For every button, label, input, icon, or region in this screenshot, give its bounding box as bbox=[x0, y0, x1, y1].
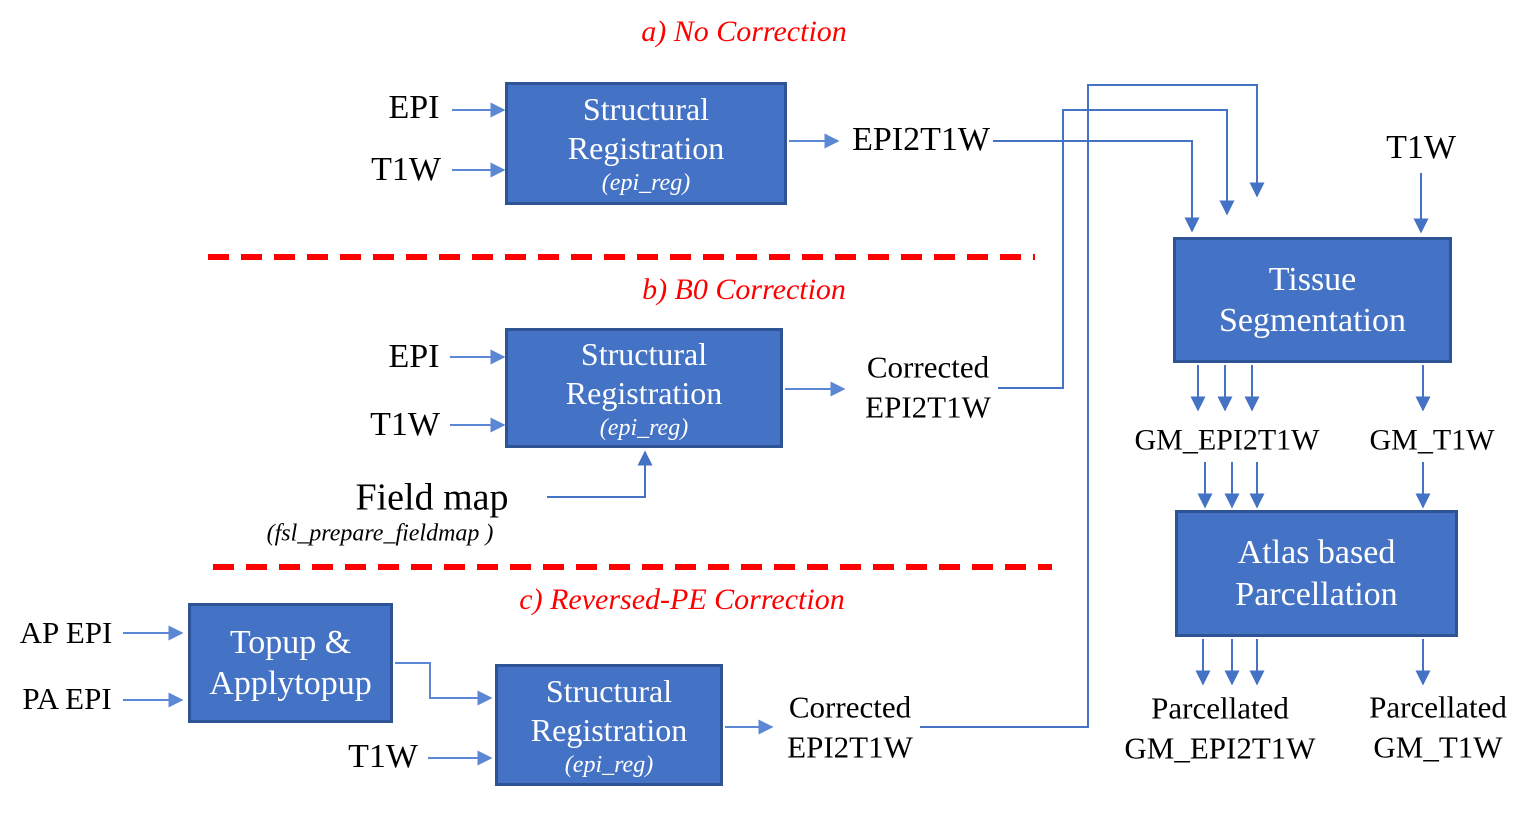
atlas-line1: Atlas based bbox=[1237, 534, 1396, 572]
label-corrected-b-line1: Corrected bbox=[866, 349, 990, 385]
section-a-title: a) No Correction bbox=[641, 15, 847, 48]
box-c-line2: Registration bbox=[530, 711, 688, 748]
box-a-line1: Structural bbox=[582, 91, 710, 128]
box-c-subtitle: (epi_reg) bbox=[564, 751, 654, 778]
box-c-line1: Structural bbox=[545, 672, 673, 709]
connector-epi2t1w-a-to-tissue bbox=[993, 140, 1200, 233]
tissue-line1: Tissue bbox=[1268, 260, 1357, 298]
atlas-line2: Parcellation bbox=[1235, 575, 1398, 613]
topup-line2: Applytopup bbox=[209, 665, 372, 702]
label-t1w-a: T1W bbox=[371, 150, 441, 188]
topup-box: Topup & Applytopup bbox=[188, 603, 393, 723]
connector-fieldmap bbox=[547, 450, 653, 498]
label-corrected-c-line1: Corrected bbox=[788, 689, 912, 725]
connector-topup-to-registration bbox=[395, 662, 493, 706]
label-epi-a: EPI bbox=[388, 88, 440, 126]
structural-registration-box-a: Structural Registration (epi_reg) bbox=[505, 82, 787, 205]
section-c-title: c) Reversed-PE Correction bbox=[519, 583, 845, 616]
label-gm-t1w: GM_T1W bbox=[1369, 423, 1495, 457]
parc-left-line1: Parcellated bbox=[1151, 690, 1289, 726]
connector-corrected-c-to-tissue bbox=[920, 84, 1265, 728]
label-gm-epi2t1w: GM_EPI2T1W bbox=[1134, 423, 1320, 457]
label-corrected-epi2t1w-b: Corrected EPI2T1W bbox=[865, 348, 991, 429]
label-parcellated-gm-t1w: Parcellated GM_T1W bbox=[1369, 688, 1507, 769]
label-parcellated-gm-epi2t1w: Parcellated GM_EPI2T1W bbox=[1124, 689, 1315, 770]
parc-left-line2: GM_EPI2T1W bbox=[1124, 731, 1316, 766]
label-t1w-b: T1W bbox=[370, 405, 440, 443]
label-corrected-b-line2: EPI2T1W bbox=[865, 390, 991, 425]
structural-registration-box-b: Structural Registration (epi_reg) bbox=[505, 328, 783, 448]
label-pa-epi: PA EPI bbox=[22, 680, 112, 716]
box-a-subtitle: (epi_reg) bbox=[601, 170, 691, 197]
box-a-line2: Registration bbox=[567, 130, 725, 167]
label-epi2t1w-a: EPI2T1W bbox=[852, 120, 990, 158]
box-b-line2: Registration bbox=[565, 374, 723, 411]
box-b-line1: Structural bbox=[580, 335, 708, 372]
atlas-parcellation-box: Atlas based Parcellation bbox=[1175, 510, 1458, 637]
topup-line1: Topup & bbox=[229, 623, 352, 661]
label-t1w-c: T1W bbox=[348, 737, 418, 775]
tissue-segmentation-box: Tissue Segmentation bbox=[1173, 237, 1452, 363]
label-fieldmap-tool: (fsl_prepare_fieldmap ) bbox=[266, 520, 494, 547]
label-corrected-epi2t1w-c: Corrected EPI2T1W bbox=[787, 688, 913, 769]
label-corrected-c-line2: EPI2T1W bbox=[787, 730, 913, 765]
parc-right-line1: Parcellated bbox=[1369, 689, 1507, 725]
box-b-subtitle: (epi_reg) bbox=[599, 414, 689, 441]
label-fieldmap: Field map bbox=[355, 476, 509, 519]
tissue-line2: Segmentation bbox=[1219, 302, 1406, 339]
connector-corrected-b-to-tissue bbox=[998, 109, 1235, 389]
label-t1w-top: T1W bbox=[1386, 128, 1456, 166]
structural-registration-box-c: Structural Registration (epi_reg) bbox=[495, 664, 723, 786]
section-b-title: b) B0 Correction bbox=[642, 273, 846, 306]
label-ap-epi: AP EPI bbox=[19, 614, 113, 650]
parc-right-line2: GM_T1W bbox=[1373, 730, 1503, 765]
label-epi-b: EPI bbox=[388, 337, 440, 375]
